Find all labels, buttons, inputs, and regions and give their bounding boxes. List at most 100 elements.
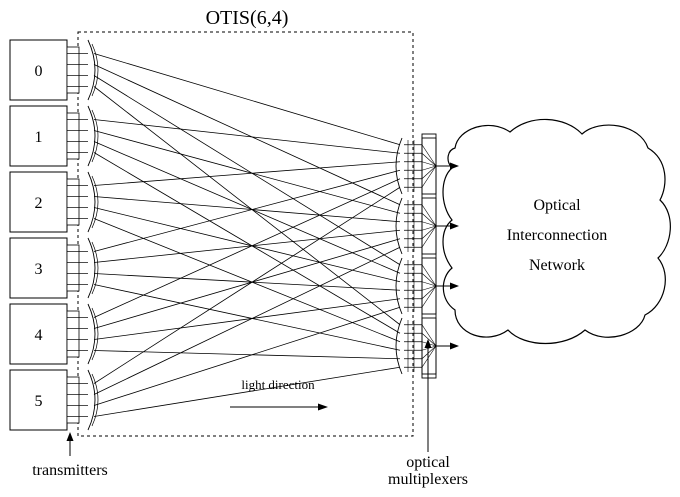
transmitter-lens-inner (91, 307, 99, 361)
transmitter-group-label: 0 (35, 63, 43, 80)
multiplexer-combine-line (421, 165, 437, 179)
otis-link (93, 64, 401, 206)
transmitter-port-strip (66, 376, 80, 424)
transmitter-group-box (9, 171, 68, 233)
multiplexer-combine-line (421, 285, 437, 291)
multiplexer-lens (395, 257, 403, 315)
otis-link (93, 178, 401, 318)
transmitter-groups: 0 1 2 3 4 5 (9, 39, 88, 431)
multiplexers-label-line1: optical (406, 454, 450, 471)
multiplexers-arrowhead (424, 339, 432, 348)
transmitters-arrowhead (66, 432, 74, 441)
multiplexer-combine-line (421, 161, 437, 167)
multiplexer-combine-line (421, 324, 437, 347)
otis-link (93, 229, 401, 263)
otis-link (93, 130, 401, 214)
otis-link (93, 284, 401, 351)
optical-multiplexers (404, 133, 459, 379)
transmitter-lens (87, 237, 96, 299)
transmitter-group-label: 5 (35, 393, 43, 410)
otis-link (93, 350, 401, 360)
multiplexer-lens (395, 137, 403, 195)
transmitter-lens-inner (91, 373, 99, 427)
multiplexer-column (421, 133, 437, 379)
otis-link (93, 298, 401, 340)
transmitter-group-label: 1 (35, 129, 43, 146)
multiplexer-output-arrowhead (450, 282, 459, 290)
transmitter-port-strip (66, 310, 80, 358)
otis-link (93, 366, 401, 417)
multiplexer-combine-line (421, 204, 437, 227)
transmitter-lens (87, 369, 96, 431)
transmitter-lens (87, 303, 96, 365)
multiplexer-combine-line (421, 273, 437, 287)
transmitter-group-label: 3 (35, 261, 43, 278)
transmitter-group-label: 2 (35, 195, 43, 212)
multiplexer-box (421, 257, 437, 315)
multiplexer-combine-line (421, 165, 437, 188)
otis-link (93, 246, 401, 395)
multiplexer-combine-line (421, 225, 437, 231)
transmitter-lens-inner (91, 241, 99, 295)
multiplexer-combine-line (421, 345, 437, 368)
otis-link (93, 273, 401, 291)
network-label-line1: Optical (533, 197, 581, 214)
otis-link (93, 196, 401, 223)
multiplexer-combine-line (421, 281, 437, 287)
multiplexer-box (421, 137, 437, 195)
otis-link (93, 86, 401, 326)
multiplexer-combine-line (421, 285, 437, 308)
transmitter-lens (87, 105, 96, 167)
wiring-lines (93, 53, 401, 417)
multiplexer-combine-line (421, 225, 437, 239)
otis-link (93, 141, 401, 274)
transmitter-port-strip (66, 244, 80, 292)
otis-link (93, 186, 401, 384)
multiplexer-combine-line (421, 345, 437, 359)
transmitter-lens-inner (91, 109, 99, 163)
multiplexer-combine-line (421, 165, 437, 171)
network-label-line2: Interconnection (507, 227, 607, 244)
multiplexer-box (421, 197, 437, 255)
otis-boundary (77, 31, 414, 437)
transmitter-lens (87, 39, 96, 101)
multiplexer-combine-line (421, 285, 437, 299)
light-direction-arrowhead (318, 403, 328, 411)
transmitter-group-box (9, 303, 68, 365)
otis-link (93, 75, 401, 266)
transmitter-port-strip (66, 178, 80, 226)
otis-link (93, 169, 401, 252)
multiplexer-combine-line (421, 213, 437, 227)
otis-link (93, 238, 401, 329)
transmitter-lens-inner (91, 175, 99, 229)
transmitter-lens (87, 171, 96, 233)
transmitter-port-strip (66, 112, 80, 160)
multiplexer-output-arrowhead (450, 342, 459, 350)
transmitter-port-strip (66, 46, 80, 94)
multiplexer-combine-line (421, 144, 437, 167)
otis-link (93, 152, 401, 334)
transmitter-group-box (9, 237, 68, 299)
otis-link (93, 119, 401, 154)
multiplexer-combine-line (421, 333, 437, 347)
multiplexer-lens (395, 317, 403, 375)
lens-arrays (87, 39, 403, 431)
transmitter-group-box (9, 39, 68, 101)
otis-link (93, 53, 401, 146)
otis-link (93, 207, 401, 283)
multiplexer-combine-line (421, 264, 437, 287)
transmitter-group-box (9, 369, 68, 431)
transmitter-group-label: 4 (35, 327, 43, 344)
transmitter-group-box (9, 105, 68, 167)
diagram-title: OTIS(6,4) (206, 7, 289, 29)
transmitter-lens-inner (91, 43, 99, 97)
multiplexer-lens (395, 197, 403, 255)
network-label-line3: Network (529, 257, 585, 274)
multiplexer-output-arrowhead (450, 222, 459, 230)
multiplexer-combine-line (421, 153, 437, 167)
otis-link (93, 218, 401, 343)
multiplexers-label-line2: multiplexers (388, 471, 468, 488)
otis-link (93, 161, 401, 186)
